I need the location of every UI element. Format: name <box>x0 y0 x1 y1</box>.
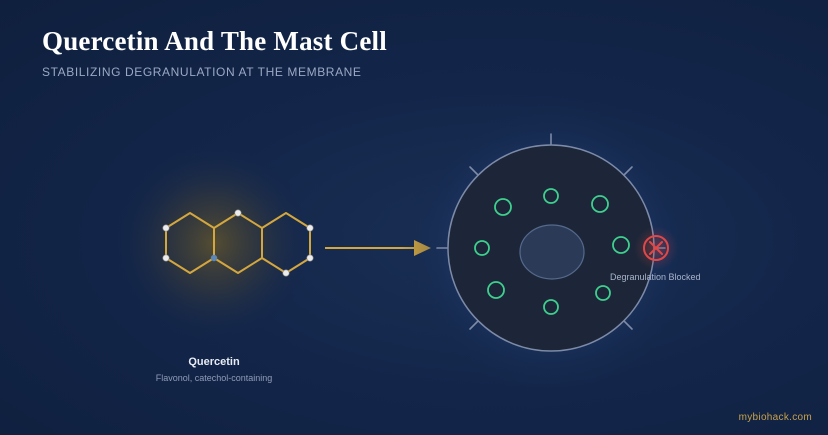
hydroxyl-atom <box>162 254 170 262</box>
granule <box>591 195 609 213</box>
degranulation-status-label: Degranulation Blocked <box>610 272 701 282</box>
hydroxyl-atom <box>162 224 170 232</box>
granule <box>474 240 490 256</box>
granules <box>474 188 630 315</box>
granule <box>543 188 559 204</box>
granule <box>494 198 512 216</box>
x-circle-icon <box>643 235 669 261</box>
cell-nucleus <box>519 224 585 280</box>
molecule-description: Flavonol, catechol-containing <box>155 373 273 383</box>
molecule-name: Quercetin <box>188 356 240 368</box>
hydroxyl-atoms <box>162 209 314 277</box>
granule <box>487 281 505 299</box>
hydroxyl-atom <box>282 269 290 277</box>
brand-watermark: mybiohack.com <box>738 412 812 423</box>
granule <box>595 285 611 301</box>
hydroxyl-atom <box>234 209 242 217</box>
page-subtitle: STABILIZING DEGRANULATION AT THE MEMBRAN… <box>42 65 362 79</box>
hydroxyl-atom <box>306 224 314 232</box>
hydroxyl-atom <box>306 254 314 262</box>
page-title: Quercetin And The Mast Cell <box>42 26 387 56</box>
granule <box>612 236 630 254</box>
granule <box>543 299 559 315</box>
ring-oxygen-atom <box>210 254 218 262</box>
